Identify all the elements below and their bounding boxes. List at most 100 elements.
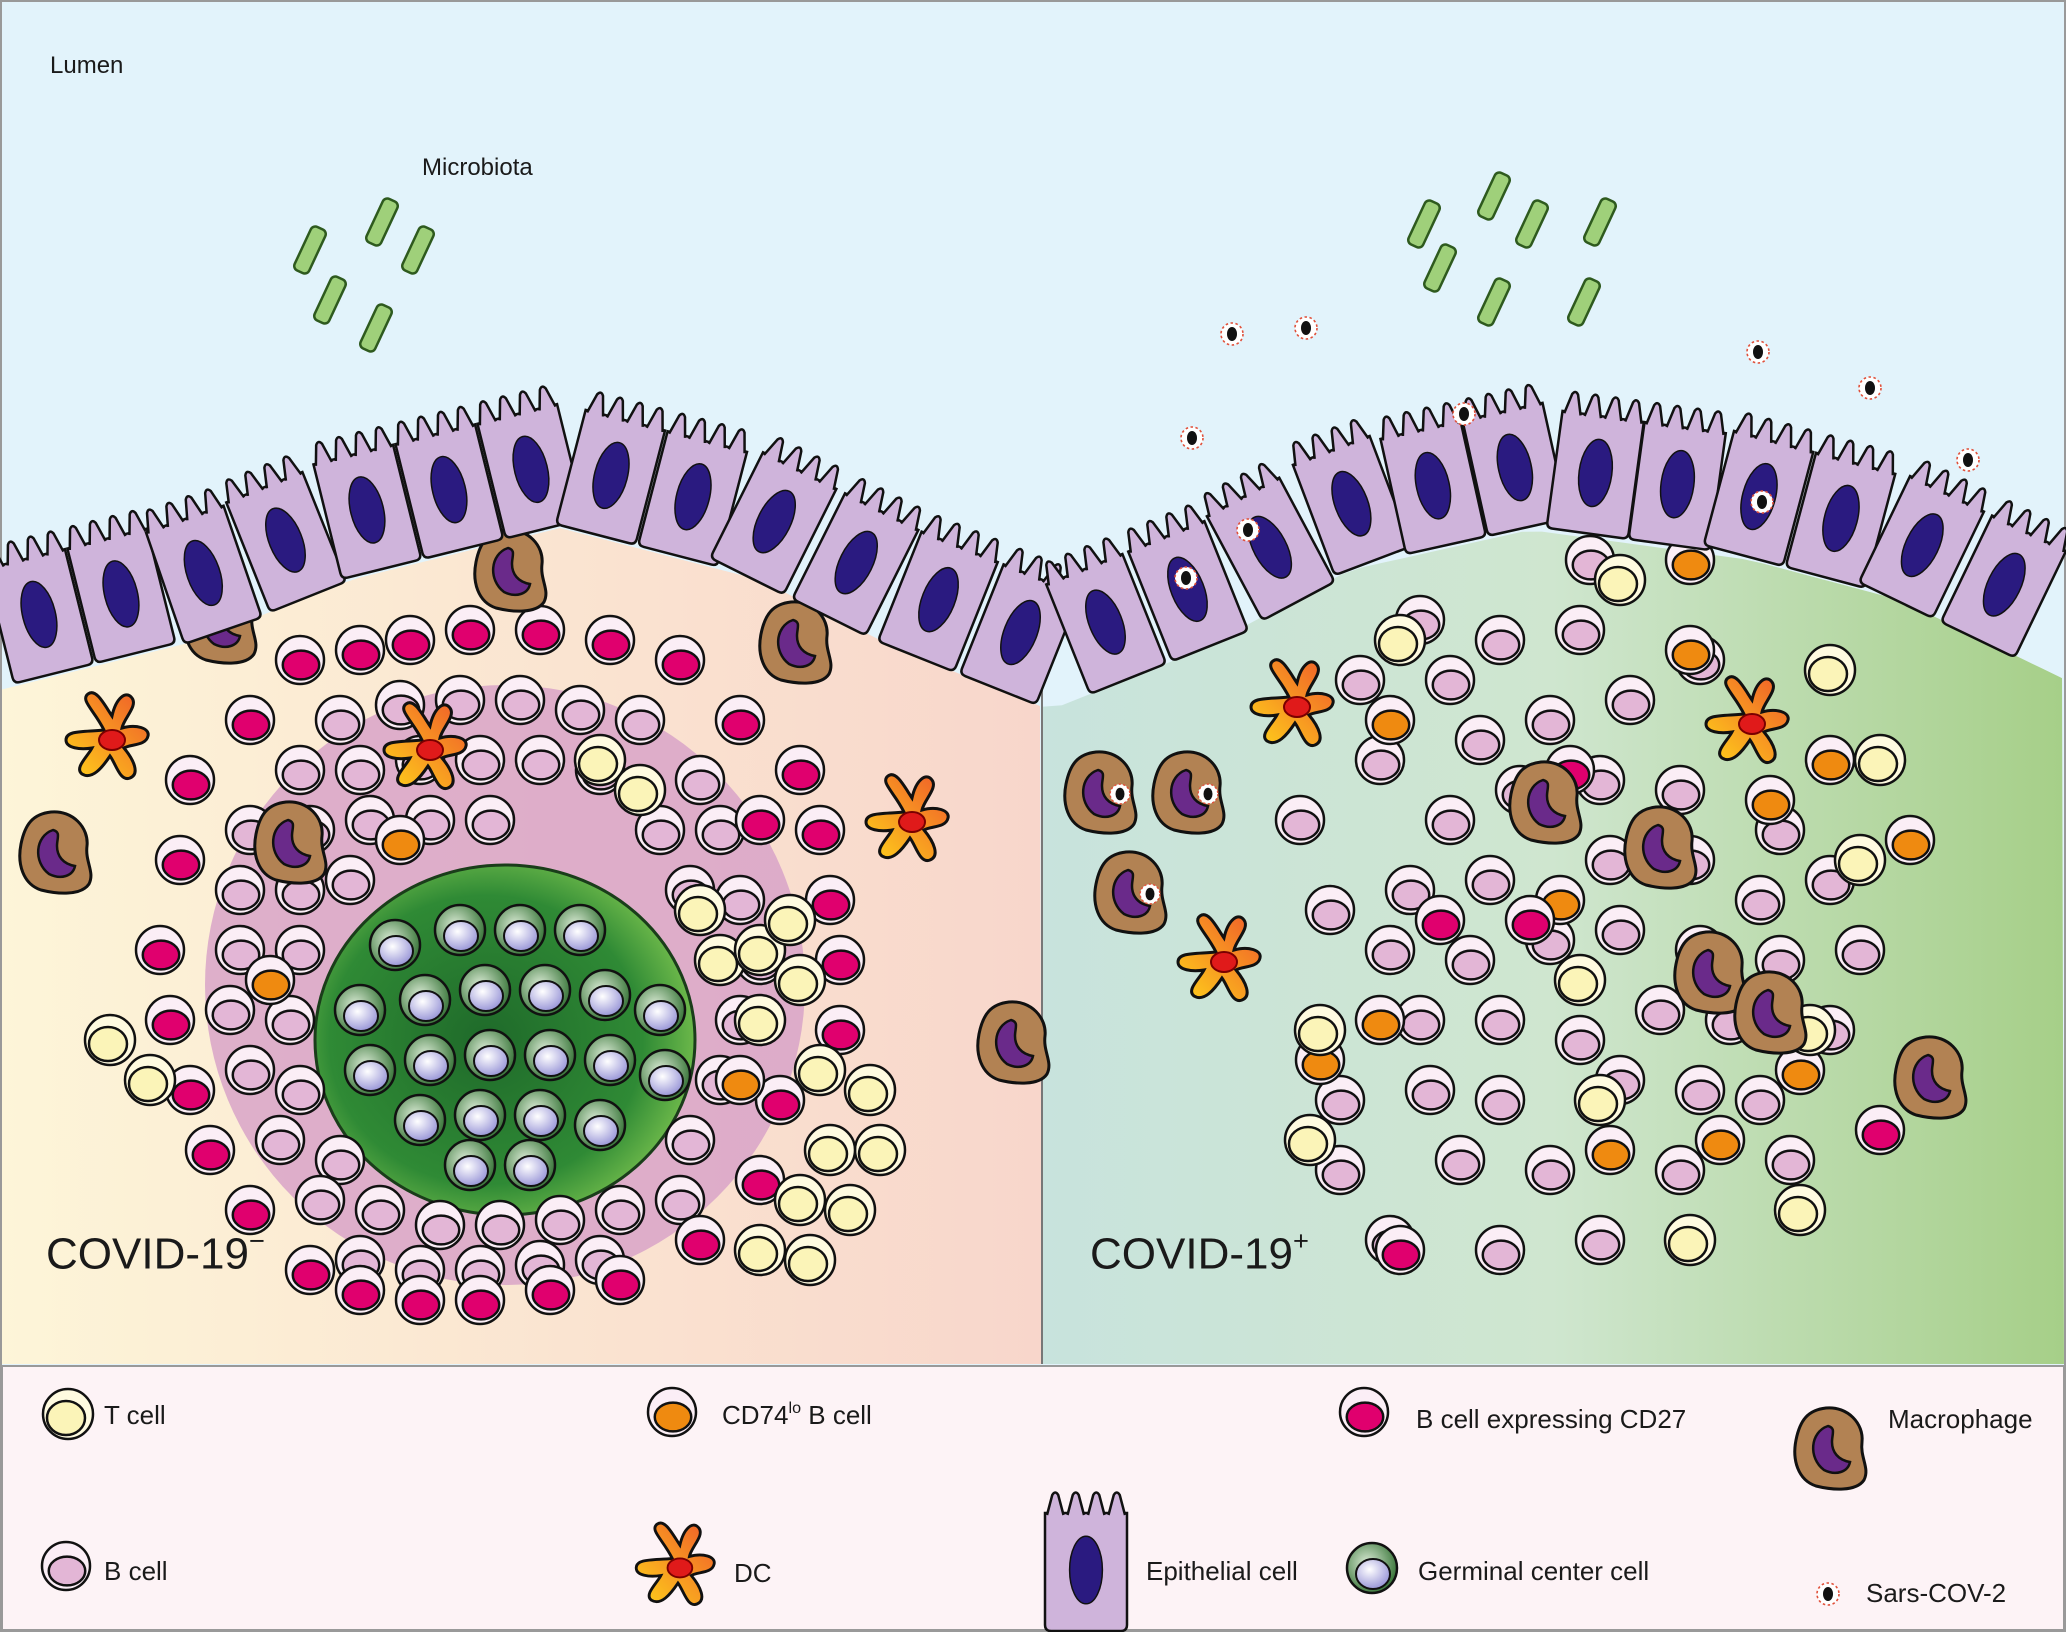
microbiota-bacterium — [365, 197, 399, 247]
macrophage — [976, 1000, 1051, 1085]
b-cell — [1424, 654, 1476, 706]
cd27-b-cell — [804, 874, 856, 926]
legend-germinal-center-cell-label: Germinal center cell — [1418, 1556, 1650, 1586]
t-cell — [733, 993, 787, 1047]
covid-negative-sign: − — [248, 1225, 265, 1257]
microbiota-bacterium — [1477, 277, 1511, 327]
b-cell — [294, 1174, 346, 1226]
cd74lo-b-cell — [1584, 1124, 1636, 1176]
germinal-center-cell — [513, 1088, 567, 1142]
epithelial-cell — [878, 514, 1000, 672]
b-cell — [324, 854, 376, 906]
b-cell — [1554, 1014, 1606, 1066]
b-cell — [1594, 904, 1646, 956]
epithelial-cell — [224, 455, 346, 612]
epithelial-cell — [144, 488, 262, 644]
t-cell — [1853, 733, 1907, 787]
epithelial-cell — [1291, 419, 1412, 575]
b-cell — [1604, 674, 1656, 726]
b-cell — [1384, 864, 1436, 916]
b-cell — [1434, 1134, 1486, 1186]
b-cell — [1654, 1144, 1706, 1196]
t-cell — [1803, 643, 1857, 697]
epithelial-cell — [1378, 402, 1487, 555]
germinal-center-cell — [633, 983, 687, 1037]
b-cell — [1524, 694, 1576, 746]
legend-macrophage-label: Macrophage — [1888, 1404, 2033, 1434]
dendritic-cell — [1249, 658, 1335, 748]
germinal-center-cell — [343, 1043, 397, 1097]
epithelial-cell — [393, 405, 504, 559]
cd27-b-cell — [334, 1264, 386, 1316]
b-cell — [634, 804, 686, 856]
t-cell — [803, 1123, 857, 1177]
cd27-b-cell — [444, 604, 496, 656]
t-cell — [773, 953, 827, 1007]
epithelial-cell — [792, 478, 922, 635]
b-cell — [1524, 1144, 1576, 1196]
cd27-b-cell — [1414, 894, 1466, 946]
cd27-b-cell — [334, 624, 386, 676]
t-cell — [1663, 1213, 1717, 1267]
b-cell — [454, 734, 506, 786]
t-cell — [783, 1233, 837, 1287]
b-cell — [494, 674, 546, 726]
b-cell — [534, 1194, 586, 1246]
sars-cov-2-particle — [1109, 783, 1131, 805]
epithelial-cell — [1785, 434, 1897, 588]
b-cell — [40, 1540, 92, 1592]
microbiota-bacterium — [1515, 199, 1549, 249]
b-cell — [254, 1114, 306, 1166]
microbiota-bacterium — [1407, 199, 1441, 249]
epithelial-cell — [65, 509, 176, 664]
cd74lo-b-cell — [1354, 994, 1406, 1046]
germinal-center-cell — [523, 1028, 577, 1082]
t-cell — [693, 933, 747, 987]
t-cell — [1293, 1003, 1347, 1057]
cd27-b-cell — [1854, 1104, 1906, 1156]
microbiota-bacterium — [359, 303, 393, 353]
b-cell — [1304, 884, 1356, 936]
sars-cov-2-particle — [1746, 340, 1770, 364]
sars-cov-2-particle — [1220, 322, 1244, 346]
legend-sars-cov-2-label: Sars-COV-2 — [1866, 1578, 2007, 1608]
epithelial-cell — [311, 426, 422, 580]
cd74lo-b-cell — [1744, 774, 1796, 826]
microbiota-bacterium — [1567, 277, 1601, 327]
sars-cov-2-particle — [1139, 883, 1161, 905]
germinal-center-cell — [493, 903, 547, 957]
cd27-b-cell — [164, 754, 216, 806]
macrophage — [473, 528, 548, 613]
microbiota-bacterium — [1423, 243, 1457, 293]
cd27-b-cell — [654, 634, 706, 686]
sars-cov-2-particle — [1236, 518, 1260, 542]
legend-t-cell-label: T cell — [104, 1400, 166, 1430]
t-cell — [1373, 613, 1427, 667]
b-cell — [1334, 654, 1386, 706]
microbiota-label: Microbiota — [422, 154, 533, 181]
sars-cov-2-particle — [1816, 1582, 1840, 1606]
epithelial-cell — [1546, 390, 1646, 540]
germinal-center-cell — [1345, 1541, 1399, 1595]
cd74lo-b-cell — [1884, 814, 1936, 866]
b-cell — [1404, 1064, 1456, 1116]
b-cell — [1474, 1074, 1526, 1126]
b-cell — [204, 984, 256, 1036]
germinal-center-cell — [433, 903, 487, 957]
b-cell — [594, 1184, 646, 1236]
legend-b-cell-label: B cell — [104, 1556, 168, 1586]
b-cell — [1574, 1214, 1626, 1266]
germinal-center-cell — [553, 903, 607, 957]
b-cell — [354, 1184, 406, 1236]
cd27-b-cell — [774, 744, 826, 796]
cd27-b-cell — [514, 604, 566, 656]
t-cell — [1833, 833, 1887, 887]
b-cell — [334, 744, 386, 796]
b-cell — [1474, 994, 1526, 1046]
cd74lo-b-cell — [1364, 694, 1416, 746]
cd74lo-b-cell — [1804, 734, 1856, 786]
sars-cov-2-particle — [1197, 783, 1219, 805]
sars-cov-2-particle — [1174, 566, 1198, 590]
b-cell — [1734, 874, 1786, 926]
germinal-center-cell — [453, 1088, 507, 1142]
